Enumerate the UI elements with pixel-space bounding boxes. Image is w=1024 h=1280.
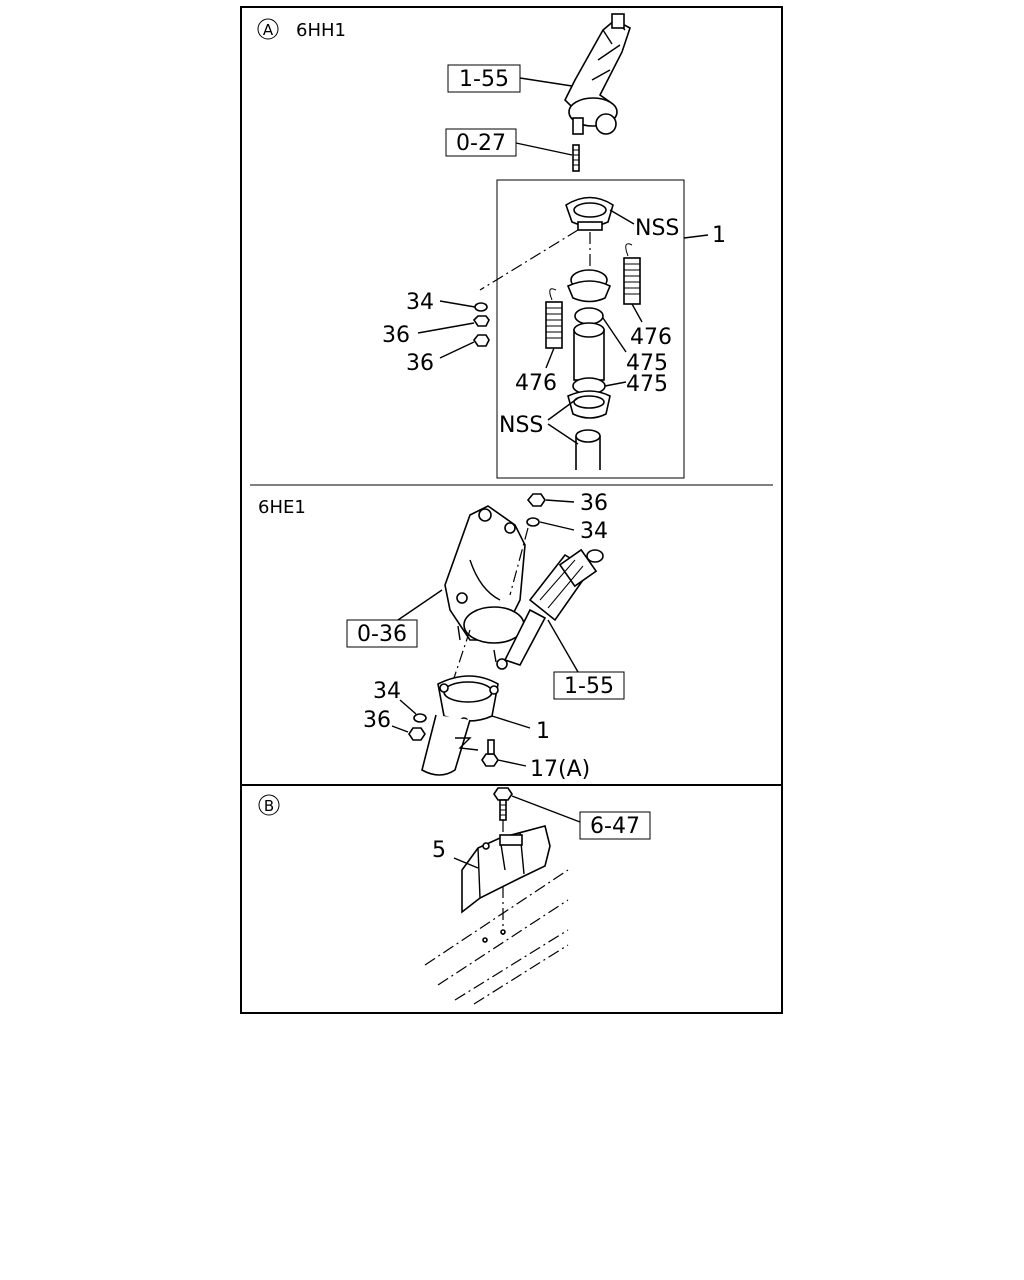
leader-nss-top: [609, 209, 635, 225]
diagram-frame: [240, 6, 783, 1014]
lower-flange: [567, 390, 611, 419]
stud: [572, 144, 580, 172]
upper-flange: [565, 196, 614, 231]
nut-36-a: [472, 315, 490, 327]
callout-36-a: 36: [382, 323, 410, 348]
callout-476-right: 476: [630, 325, 672, 350]
stud-centerline: [509, 527, 529, 596]
callout-34: 34: [406, 290, 434, 315]
leader-475-b: [604, 381, 627, 387]
section-a-marker: A: [263, 21, 274, 39]
leader-36-top: [545, 499, 575, 503]
callout-5: 5: [432, 838, 446, 863]
spherical-joint-upper: [566, 269, 612, 303]
leader-17a: [497, 759, 527, 767]
ref-box-6-47: [579, 811, 651, 840]
section-a-marker-circle: [257, 18, 279, 40]
gasket-ring-475-a: [574, 307, 604, 325]
leader-1-55-b: [547, 619, 579, 673]
leader-1: [683, 234, 709, 239]
section-b: B 6-47 5: [258, 787, 651, 1005]
chassis-frame: [424, 869, 569, 1005]
bolt-6-47: [493, 787, 513, 821]
section-6he1-engine-label: 6HE1: [258, 497, 306, 518]
callout-17a: 17(A): [530, 757, 590, 782]
leader-0-27: [515, 142, 573, 156]
assembly-centerline: [479, 229, 579, 291]
leader-475-a: [602, 317, 627, 353]
exhaust-brake-cylinder: [503, 548, 604, 666]
exhaust-brake-bracket: [564, 13, 631, 135]
leader-34: [439, 300, 476, 308]
leader-476-left: [545, 347, 555, 369]
leader-nss-bottom-a: [547, 397, 579, 421]
ref-box-1-55-b: [553, 671, 625, 700]
kit-box: [496, 179, 685, 479]
callout-475-b: 475: [626, 372, 668, 397]
callout-34-lower: 34: [373, 679, 401, 704]
leader-6-47: [511, 795, 581, 823]
ref-label-1-55: 1-55: [459, 67, 509, 92]
leader-34-top: [539, 521, 575, 531]
leader-34-lower: [399, 699, 417, 715]
leader-36-a: [417, 322, 475, 334]
studs: [457, 625, 497, 663]
callout-36-b: 36: [406, 351, 434, 376]
nut-36-lower: [408, 727, 426, 741]
leader-1-55: [519, 77, 573, 87]
section-6he1: 6HE1: [258, 491, 625, 782]
nut-36-b: [473, 334, 490, 347]
section-b-marker: B: [264, 797, 274, 815]
leader-0-36: [397, 589, 443, 621]
leader-1-lower: [491, 715, 531, 729]
ref-box-0-27: [445, 128, 517, 157]
manifold-outlet-housing: [444, 505, 526, 670]
exhaust-pipe-stub: [575, 429, 601, 470]
callout-475-a: 475: [626, 351, 668, 376]
connecting-pipe: [573, 322, 605, 381]
ref-label-1-55-b: 1-55: [564, 674, 614, 699]
callout-nss-top: NSS: [635, 216, 679, 241]
callout-1-lower: 1: [536, 719, 550, 744]
callout-nss-bottom: NSS: [499, 413, 543, 438]
spring-476-right: [623, 243, 641, 305]
callout-34-top: 34: [580, 519, 608, 544]
spring-476-left: [545, 288, 563, 349]
washer-34: [474, 302, 488, 312]
section-a-engine-label: 6HH1: [296, 20, 346, 41]
leader-36-lower: [391, 725, 409, 733]
washer-34-top: [526, 517, 540, 527]
leader-5: [453, 857, 479, 869]
ref-box-0-36: [346, 619, 418, 648]
callout-36-lower: 36: [363, 708, 391, 733]
callout-36-top: 36: [580, 491, 608, 516]
section-b-marker-circle: [258, 794, 280, 816]
leader-nss-bottom-b: [547, 423, 579, 445]
front-pipe: [421, 714, 479, 776]
ref-label-0-36: 0-36: [357, 622, 407, 647]
ref-label-0-27: 0-27: [456, 131, 506, 156]
callout-476-left: 476: [515, 371, 557, 396]
leader-476-right: [631, 303, 643, 323]
washer-34-lower: [413, 713, 427, 723]
heat-shield-5: [461, 825, 551, 914]
nut-36-top: [526, 493, 546, 507]
section-a: A 6HH1: [257, 13, 726, 479]
ref-label-6-47: 6-47: [590, 814, 640, 839]
callout-1: 1: [712, 223, 726, 248]
bolt-17a: [481, 739, 499, 767]
leader-36-b: [439, 341, 475, 359]
